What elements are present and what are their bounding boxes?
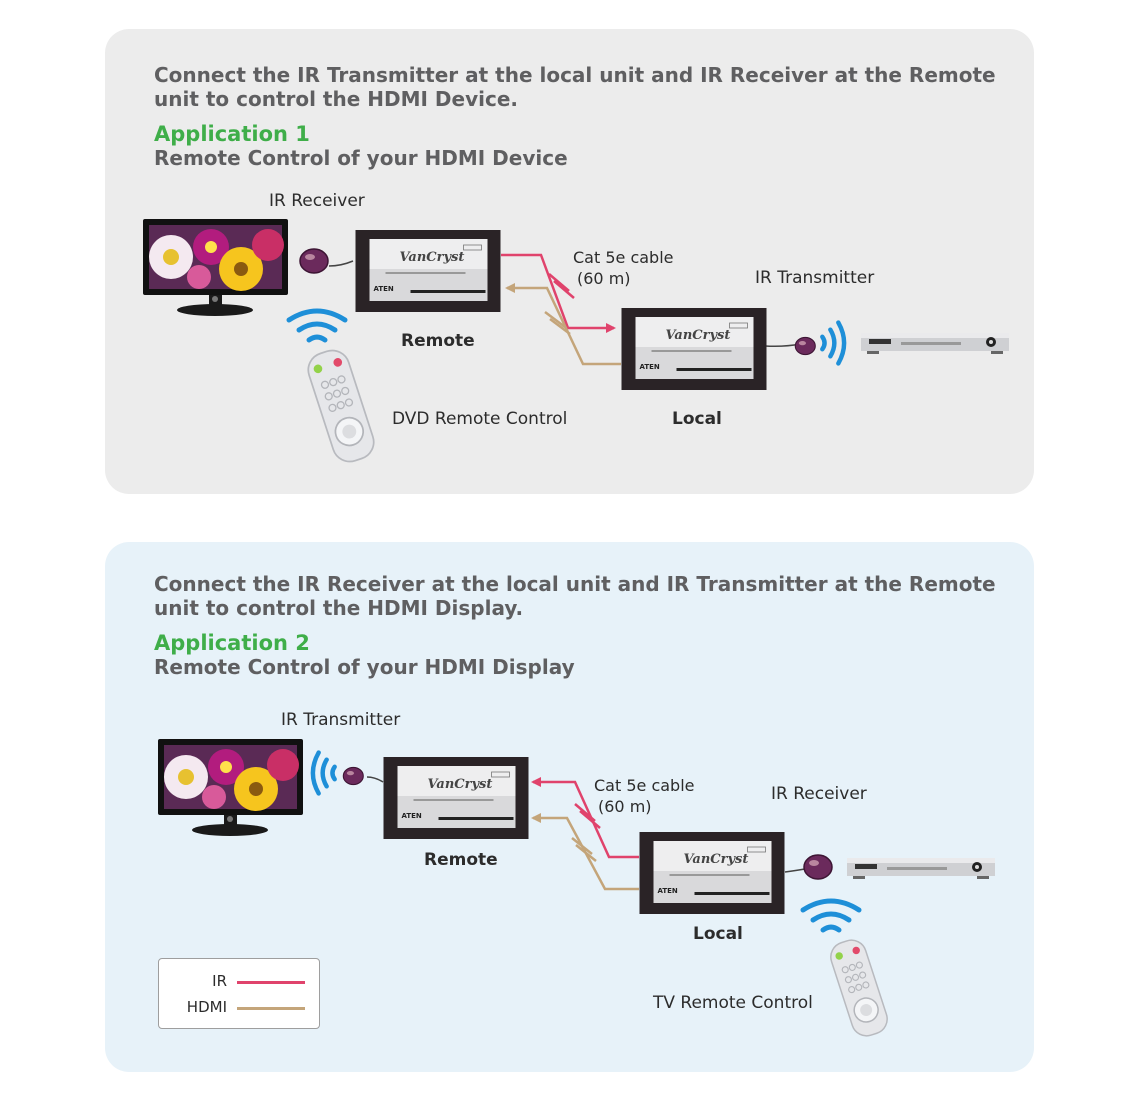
app2-cable-label: Cat 5e cable [594, 776, 695, 795]
app2-description: Connect the IR Receiver at the local uni… [154, 572, 996, 620]
app1-ir-transmitter-icon [794, 336, 816, 356]
legend-ir-label: IR [212, 972, 227, 990]
app2-remote-label: Remote [424, 850, 498, 870]
app1-local-unit-icon [621, 308, 767, 390]
app2-subtitle: Remote Control of your HDMI Display [154, 655, 575, 679]
app1-ir-receiver-icon [299, 248, 329, 274]
app1-remote-signal-icon [289, 311, 345, 340]
app1-cable-label: Cat 5e cable [573, 248, 674, 267]
app1-remote-unit-icon [355, 230, 501, 312]
app2-ir-transmitter-label: IR Transmitter [281, 710, 401, 730]
app2-ir-transmitter-icon [342, 766, 364, 786]
app1-remote-label: Remote [401, 331, 475, 351]
legend-ir-swatch [237, 981, 305, 984]
app1-diagram [143, 219, 1009, 468]
app2-local-label: Local [693, 924, 743, 944]
app2-tv-remote-icon [825, 935, 893, 1041]
application-1-panel: Connect the IR Transmitter at the local … [105, 29, 1034, 494]
app2-title: Application 2 [154, 631, 310, 655]
app2-cable-length-label: (60 m) [598, 797, 652, 816]
app1-subtitle: Remote Control of your HDMI Device [154, 146, 568, 170]
app1-ir-receiver-label: IR Receiver [269, 191, 365, 211]
legend-hdmi-swatch [237, 1007, 305, 1010]
app1-ir-transmitter-label: IR Transmitter [755, 268, 875, 288]
app1-remote-control-label: DVD Remote Control [392, 409, 568, 429]
app1-title: Application 1 [154, 122, 310, 146]
app2-ir-receiver-icon [803, 854, 833, 880]
app1-dvd-remote-icon [302, 344, 380, 468]
app2-local-unit-icon [639, 832, 785, 914]
app2-diagram [158, 739, 995, 1041]
application-2-panel: Connect the IR Receiver at the local uni… [105, 542, 1034, 1072]
app1-local-label: Local [672, 409, 722, 429]
app1-signal-wave-icon [822, 323, 844, 364]
app2-dvd-player-icon [847, 858, 995, 879]
app1-ir-cable [501, 253, 616, 333]
app2-ir-receiver-label: IR Receiver [771, 784, 867, 804]
app2-remote-control-label: TV Remote Control [653, 993, 813, 1013]
line-legend: IR HDMI [158, 958, 320, 1029]
app1-hdmi-display-icon [143, 219, 288, 316]
app1-dvd-player-icon [861, 333, 1009, 354]
app2-signal-wave-icon [313, 753, 335, 794]
app2-hdmi-display-icon [158, 739, 303, 836]
app2-remote-unit-icon [383, 757, 529, 839]
app1-cable-length-label: (60 m) [577, 269, 631, 288]
app1-description: Connect the IR Transmitter at the local … [154, 63, 996, 111]
legend-hdmi-label: HDMI [186, 998, 227, 1016]
app2-remote-signal-icon [803, 901, 859, 930]
